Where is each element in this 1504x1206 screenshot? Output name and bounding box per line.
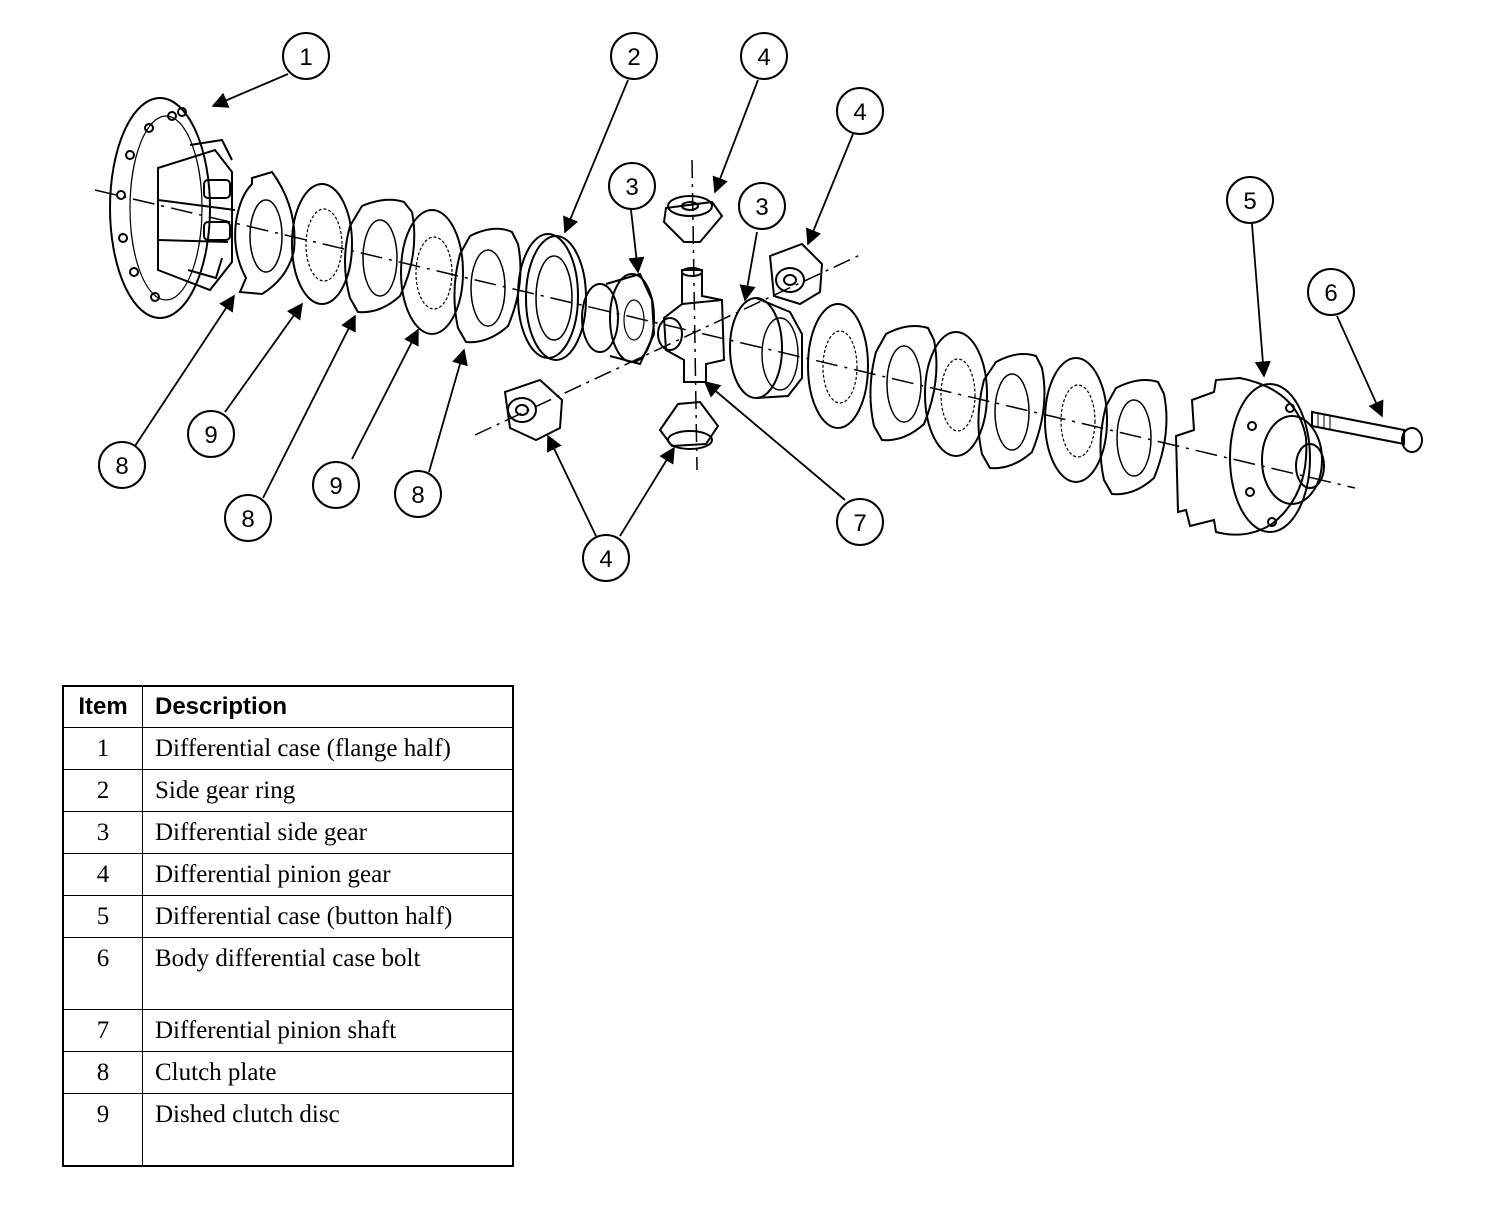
callout-1: 1: [282, 32, 330, 80]
differential-side-gear: [729, 297, 803, 399]
leader-lines: [134, 73, 1384, 537]
table-row: 4 Differential pinion gear: [62, 853, 514, 896]
clutch-plate: [1099, 379, 1168, 496]
svg-text:8: 8: [411, 482, 424, 509]
svg-text:9: 9: [204, 422, 217, 449]
item-description: Differential case (button half): [142, 895, 514, 938]
svg-text:5: 5: [1243, 188, 1256, 215]
column-header-item: Item: [62, 685, 143, 728]
table-row: 5 Differential case (button half): [62, 895, 514, 938]
callout-7: 7: [836, 498, 884, 546]
differential-pinion-gear: [662, 195, 724, 243]
svg-text:1: 1: [299, 44, 312, 71]
differential-case-flange-half: [109, 97, 236, 319]
svg-text:2: 2: [627, 44, 640, 71]
item-number: 8: [62, 1051, 143, 1094]
item-number: 5: [62, 895, 143, 938]
table-row: 1 Differential case (flange half): [62, 727, 514, 770]
callout-5: 5: [1226, 176, 1274, 224]
svg-text:6: 6: [1324, 280, 1337, 307]
differential-case-button-half: [1174, 376, 1325, 536]
dished-clutch-disc: [400, 209, 464, 335]
dished-clutch-disc: [1044, 357, 1108, 483]
dished-clutch-disc: [291, 183, 353, 305]
pinion-axis-diagonal: [474, 254, 861, 436]
item-number: 2: [62, 769, 143, 812]
callout-9-a: 9: [187, 410, 235, 458]
parts-legend-table: Item Description 1 Differential case (fl…: [62, 685, 514, 1167]
item-description: Differential pinion shaft: [142, 1009, 514, 1052]
dished-clutch-disc: [924, 331, 988, 457]
table-row: 8 Clutch plate: [62, 1051, 514, 1094]
callout-8-b: 8: [224, 494, 272, 542]
table-row: 6 Body differential case bolt: [62, 937, 514, 1010]
callout-4-bottom: 4: [582, 534, 630, 582]
item-description: Differential case (flange half): [142, 727, 514, 770]
svg-text:8: 8: [115, 453, 128, 480]
svg-text:4: 4: [853, 99, 866, 126]
callout-8-c: 8: [394, 470, 442, 518]
dished-clutch-disc: [807, 303, 869, 429]
table-header-row: Item Description: [62, 685, 514, 728]
callout-6: 6: [1307, 268, 1355, 316]
callout-4-top: 4: [740, 32, 788, 80]
svg-text:7: 7: [853, 510, 866, 537]
callout-3-right: 3: [738, 182, 786, 230]
item-number: 4: [62, 853, 143, 896]
differential-pinion-gear: [658, 400, 720, 450]
item-description: Clutch plate: [142, 1051, 514, 1094]
exploded-differential-diagram: 1 2 4 4 3 3 5 6: [94, 32, 1423, 582]
clutch-plate: [869, 325, 938, 442]
item-number: 6: [62, 937, 143, 1010]
callout-4-upper-right: 4: [836, 87, 884, 135]
callout-2: 2: [610, 32, 658, 80]
table-row: 3 Differential side gear: [62, 811, 514, 854]
body-differential-case-bolt: [1311, 410, 1423, 453]
clutch-plate: [453, 227, 522, 344]
item-number: 1: [62, 727, 143, 770]
table-row: 7 Differential pinion shaft: [62, 1009, 514, 1052]
item-description: Differential pinion gear: [142, 853, 514, 896]
clutch-plate: [344, 198, 416, 314]
callout-9-b: 9: [312, 461, 360, 509]
differential-pinion-gear: [503, 378, 564, 442]
item-description: Side gear ring: [142, 769, 514, 812]
table-row: 2 Side gear ring: [62, 769, 514, 812]
side-gear-ring: [517, 233, 587, 361]
pinion-axis-vertical: [691, 159, 698, 471]
item-number: 7: [62, 1009, 143, 1052]
svg-text:4: 4: [757, 44, 770, 71]
clutch-plate: [977, 353, 1046, 470]
item-description: Differential side gear: [142, 811, 514, 854]
callout-8-a: 8: [98, 441, 146, 489]
item-number: 9: [62, 1093, 143, 1167]
svg-text:4: 4: [599, 546, 612, 573]
svg-text:8: 8: [241, 506, 254, 533]
clutch-plate: [234, 170, 296, 296]
assembly-axis: [94, 189, 1356, 489]
table-row: 9 Dished clutch disc: [62, 1093, 514, 1167]
svg-text:9: 9: [329, 473, 342, 500]
item-description: Body differential case bolt: [142, 937, 514, 1010]
item-description: Dished clutch disc: [142, 1093, 514, 1167]
column-header-description: Description: [142, 685, 514, 728]
svg-text:3: 3: [755, 194, 768, 221]
svg-text:3: 3: [625, 174, 638, 201]
callout-3-left: 3: [608, 162, 656, 210]
item-number: 3: [62, 811, 143, 854]
differential-side-gear: [581, 272, 656, 366]
differential-pinion-gear: [768, 242, 824, 306]
